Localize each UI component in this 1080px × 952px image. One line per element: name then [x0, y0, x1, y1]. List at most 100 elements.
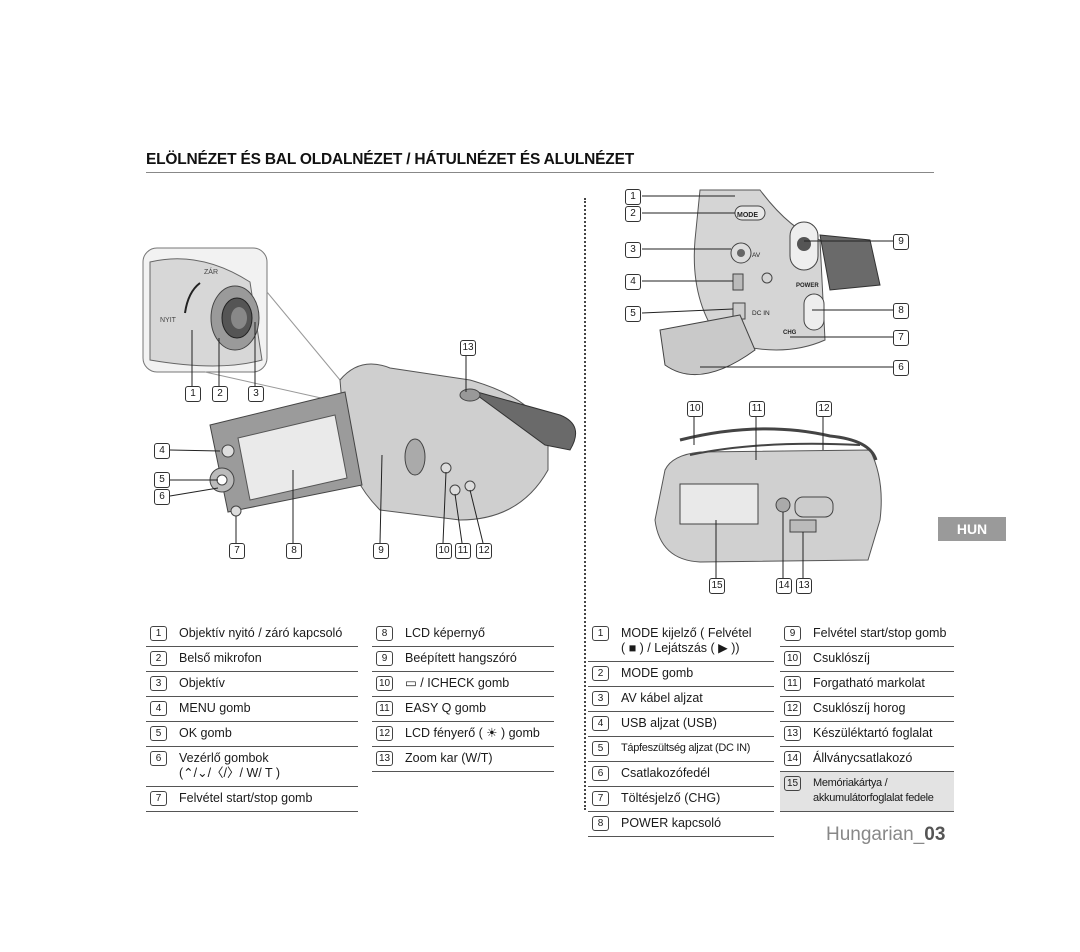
legend-item: 1 Objektív nyitó / záró kapcsoló [146, 622, 358, 647]
legend-text: Készüléktartó foglalat [813, 726, 933, 740]
page-title: ELÖLNÉZET ÉS BAL OLDALNÉZET / HÁTULNÉZET… [146, 151, 934, 173]
legend-number: 1 [150, 626, 167, 641]
legend-text: Belső mikrofon [179, 651, 262, 665]
rear-callout-3: 3 [625, 242, 641, 258]
legend-text: POWER kapcsoló [621, 816, 722, 830]
footer-page-number: 03 [924, 824, 946, 845]
legend-item: 10▭ / ICHECK gomb [372, 672, 554, 697]
callout-13: 13 [460, 340, 476, 356]
rear-camera-illustration [659, 189, 881, 376]
legend-text: Objektív nyitó / záró kapcsoló [179, 626, 343, 640]
legend-text: Csuklószíj [813, 651, 870, 665]
legend-number: 7 [150, 791, 167, 806]
legend-text: Töltésjelző (CHG) [621, 791, 721, 805]
language-tab: HUN [938, 517, 1006, 541]
legend-text: MODE gomb [621, 666, 694, 680]
footer-language: Hungarian_ [826, 824, 925, 845]
bottom-callout-10: 10 [687, 401, 703, 417]
bottom-callout-11: 11 [749, 401, 765, 417]
legend-text: EASY Q gomb [405, 701, 487, 715]
legend-text: Csuklószíj horog [813, 701, 906, 715]
rear-mode-label: MODE [737, 212, 758, 219]
callout-2: 2 [212, 386, 228, 402]
legend-number: 10 [376, 676, 393, 691]
bottom-callout-13: 13 [796, 578, 812, 594]
callout-6: 6 [154, 489, 170, 505]
section-divider [584, 198, 586, 810]
rear-callout-4: 4 [625, 274, 641, 290]
legend-text: AV kábel aljzat [621, 691, 703, 705]
legend-text: Forgatható markolat [813, 676, 925, 690]
rear-callout-1: 1 [625, 189, 641, 205]
legend-text-line2: akkumulátorfoglalat fedele [813, 792, 934, 804]
callout-12: 12 [476, 543, 492, 559]
lens-open-label: NYIT [160, 317, 177, 324]
legend-number: 8 [376, 626, 393, 641]
rear-callout-9: 9 [893, 234, 909, 250]
bottom-callout-12: 12 [816, 401, 832, 417]
legend-item: 9 Beépített hangszóró [372, 647, 554, 672]
legend-text: Vezérlő gombok [179, 751, 269, 765]
legend-number: 3 [592, 691, 609, 706]
legend-text-line2: ( ■ ) / Lejátszás ( ▶ )) [621, 641, 740, 655]
legend-number: 6 [592, 766, 609, 781]
rear-callout-6: 6 [893, 360, 909, 376]
legend-text: Memóriakártya / [813, 777, 888, 789]
legend-text: Felvétel start/stop gomb [179, 791, 313, 805]
legend-item: 11 Forgatható markolat [780, 672, 954, 697]
legend-number: 1 [592, 626, 609, 641]
callout-8: 8 [286, 543, 302, 559]
legend-item: 13 Zoom kar (W/T) [372, 747, 554, 772]
front-camera-illustration [209, 363, 577, 521]
callout-1: 1 [185, 386, 201, 402]
callout-10: 10 [436, 543, 452, 559]
legend-text: Beépített hangszóró [405, 651, 517, 665]
legend-number: 11 [784, 676, 801, 691]
callout-3: 3 [248, 386, 264, 402]
legend-number: 6 [150, 751, 167, 766]
rear-power-label: POWER [796, 283, 819, 289]
legend-text: Csatlakozófedél [621, 766, 710, 780]
legend-number: 13 [376, 751, 393, 766]
rear-dcin-label: DC IN [752, 310, 770, 317]
lens-close-label: ZÁR [204, 267, 218, 276]
legend-text: Tápfeszültség aljzat (DC IN) [621, 742, 751, 754]
legend-text: Felvétel start/stop gomb [813, 626, 947, 640]
legend-text: Állványcsatlakozó [813, 751, 913, 765]
callout-7: 7 [229, 543, 245, 559]
legend-text: Zoom kar (W/T) [405, 751, 493, 765]
legend-item: 1 MODE kijelző ( Felvétel( ■ ) / Lejátszá… [588, 622, 774, 662]
rear-chg-label: CHG [783, 330, 797, 336]
legend-text: OK gomb [179, 726, 232, 740]
legend-text-line2: (⌃/⌄/〈/〉/ W/ T ) [179, 766, 281, 780]
legend-number: 9 [376, 651, 393, 666]
legend-number: 10 [784, 651, 801, 666]
rear-callout-5: 5 [625, 306, 641, 322]
legend-text: MODE kijelző ( Felvétel [621, 626, 752, 640]
legend-number: 11 [376, 701, 393, 716]
callout-9: 9 [373, 543, 389, 559]
legend-text: LCD fényerő ( ☀ ) gomb [405, 726, 540, 740]
bottom-camera-illustration [654, 427, 882, 563]
bottom-callout-14: 14 [776, 578, 792, 594]
bottom-callout-15: 15 [709, 578, 725, 594]
